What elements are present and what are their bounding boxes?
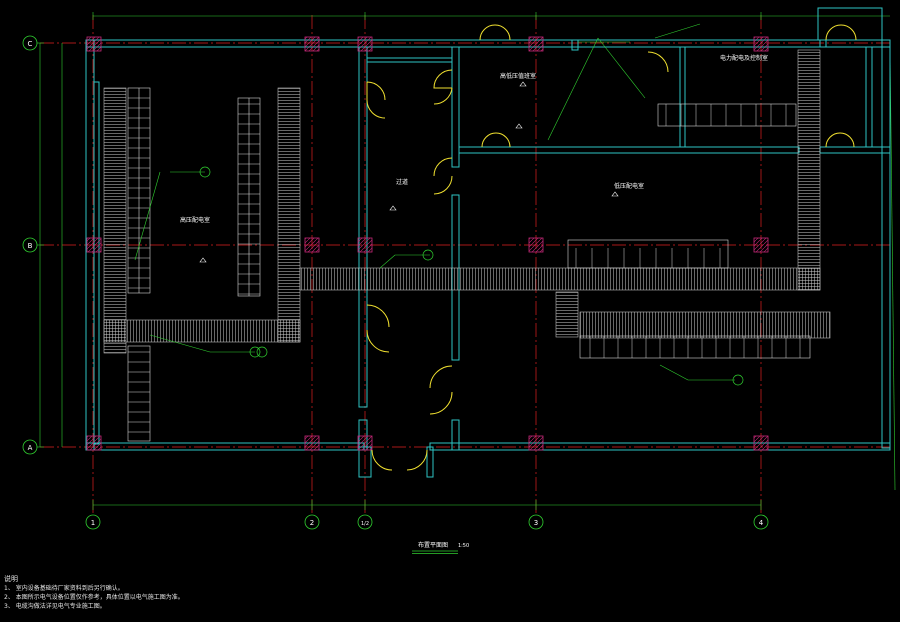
axis-bubble-1-2 [357,514,373,530]
axis-label-2: 2 [310,519,314,527]
dimension-lines [36,12,896,510]
doors [366,24,857,471]
axis-label-A: A [28,444,33,452]
drawing-title-text: 布置平面图 [418,542,449,549]
axis-label-4: 4 [759,519,764,527]
room-label-corridor: 过道 [396,178,408,186]
notes-block: 说明 1、 室内设备基础待厂家资料到后另行确认。 2、 本图所示电气设备位置仅作… [4,575,184,611]
room-label-low-voltage: 低压配电室 [614,182,644,190]
notes-heading: 说明 [4,575,18,583]
room-label-auxiliary: 电力配电及控制室 [720,54,768,62]
drawing-title: 布置平面图 1:50 [418,540,469,549]
notes-item-2: 2、 本图所示电气设备位置仅作参考，具体位置以电气施工图为准。 [4,594,184,601]
axis-bubble-4 [753,514,769,530]
switchgear-panels [127,87,811,442]
axis-bubble-B [22,237,38,253]
axis-bubble-A [22,439,38,455]
room-label-high-voltage: 高压配电室 [180,216,210,224]
title-underline [412,550,458,554]
axis-labels: C B A 1 2 1/2 3 4 [28,40,764,527]
axis-label-1: 1 [91,519,95,527]
axis-bubbles [22,35,769,530]
notes-item-3: 3、 电缆沟做法详见电气专业施工图。 [4,603,106,610]
axis-label-B: B [28,242,33,250]
notes-item-1: 1、 室内设备基础待厂家资料到后另行确认。 [4,585,124,592]
drawing-scale: 1:50 [457,543,470,549]
structural-columns [86,36,769,451]
axis-bubble-C [22,35,38,51]
detail-bubbles [199,166,744,386]
axis-label-1-2: 1/2 [361,521,369,527]
walls [85,7,891,478]
axis-grid [40,15,890,520]
level-marks [199,81,619,263]
axis-bubble-3 [528,514,544,530]
axis-label-3: 3 [534,519,538,527]
axis-bubble-2 [304,514,320,530]
room-label-control: 高低压值班室 [500,72,536,80]
room-labels: 高压配电室 高低压值班室 过道 低压配电室 电力配电及控制室 [180,54,768,224]
switchgear-ticks [128,97,801,433]
axis-bubble-1 [85,514,101,530]
cable-trenches [103,49,831,354]
axis-label-C: C [28,40,33,48]
annotation-leaders [134,23,735,381]
